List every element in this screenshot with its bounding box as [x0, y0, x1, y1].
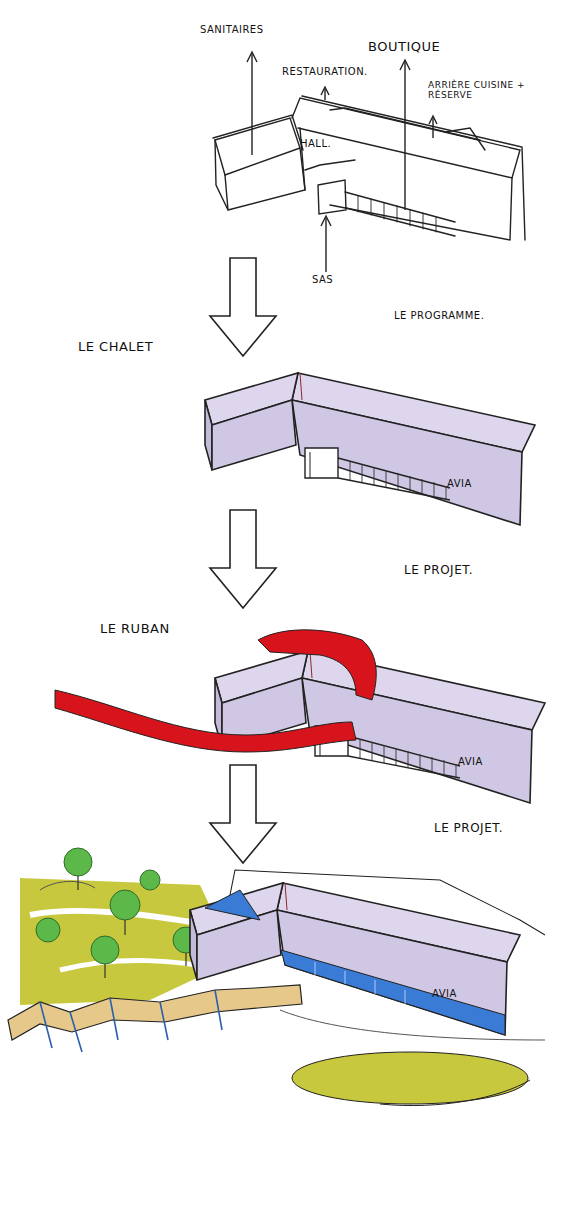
sketch-label: ARRIÈRE CUISINE + RÉSERVE: [428, 80, 546, 101]
sketch-label: AVIA: [432, 988, 457, 1000]
sketch-label: LE PROGRAMME.: [394, 310, 484, 322]
sketch-label: LE RUBAN: [100, 622, 170, 637]
sketch-label: BOUTIQUE: [368, 40, 440, 55]
sketch-label: AVIA: [458, 756, 483, 768]
sketch-label: SAS: [312, 274, 333, 286]
sketch-label: LE CHALET: [78, 340, 153, 355]
sketch-label: HALL.: [300, 138, 331, 150]
sketch-label: SANITAIRES: [200, 24, 264, 36]
sketch-label: LE PROJET.: [404, 564, 473, 578]
sketch-label: LE PROJET.: [434, 822, 503, 836]
sketch-label: RESTAURATION.: [282, 66, 368, 78]
sketch-label: AVIA: [447, 478, 472, 490]
